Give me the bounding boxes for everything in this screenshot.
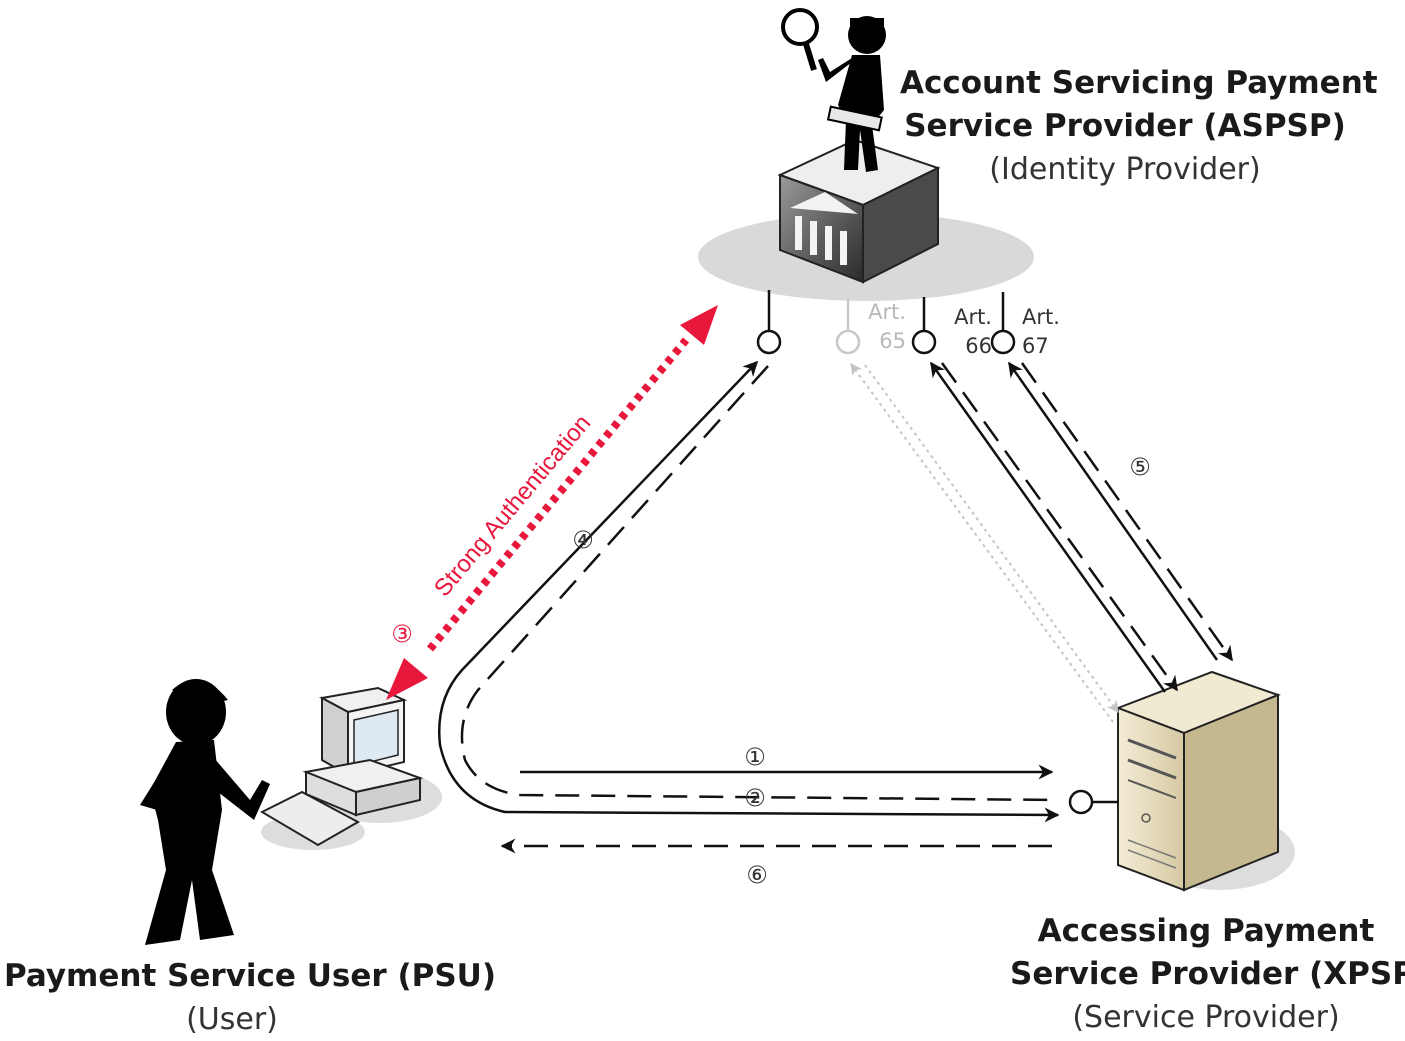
step-6-label: ⑥ <box>746 861 768 889</box>
interface-art67 <box>990 329 1016 355</box>
step-2-label: ② <box>744 784 766 812</box>
psu-title: Payment Service User (PSU) <box>4 958 497 994</box>
art67-line1: Art. <box>1022 305 1060 329</box>
flow-step-4 <box>438 360 1060 823</box>
art66-line1: Art. <box>954 305 992 329</box>
strong-auth-label: Strong Authentication <box>429 410 596 602</box>
aspsp-node <box>698 8 1034 355</box>
interface-label-art67: Art. 67 <box>1022 303 1070 361</box>
aspsp-title-line1: Account Servicing Payment <box>900 65 1378 101</box>
art67-line2: 67 <box>1022 334 1049 358</box>
aspsp-title-line2: Service Provider (ASPSP) <box>904 108 1346 144</box>
xpsp-title-line1: Accessing Payment <box>1037 913 1375 949</box>
xpsp-subtitle: (Service Provider) <box>1072 1000 1340 1035</box>
interface-endpoint <box>1068 789 1094 815</box>
interface-label-art66: Art. 66 <box>940 303 992 361</box>
step-1-label: ① <box>744 743 766 771</box>
aspsp-subtitle: (Identity Provider) <box>989 152 1261 187</box>
interface-art66 <box>911 329 937 355</box>
flow-arrow <box>460 365 1059 802</box>
interface-label-art65: Art. 65 <box>858 298 906 356</box>
aspsp-label: Account Servicing Payment Service Provid… <box>900 62 1378 191</box>
psu-subtitle: (User) <box>186 1002 278 1037</box>
xpsp-node <box>1068 670 1295 892</box>
strong-auth-arrow <box>386 305 718 700</box>
server-icon <box>1115 670 1281 892</box>
step-5-label: ⑤ <box>1129 453 1151 481</box>
flow-art65 <box>850 363 1119 723</box>
bank-icon <box>777 138 941 284</box>
interface-art65 <box>835 329 861 355</box>
computer-icon <box>259 686 424 847</box>
xpsp-label: Accessing Payment Service Provider (XPSP… <box>1010 910 1405 1039</box>
interface-endpoint <box>756 329 782 355</box>
flow-art66 <box>929 361 1179 693</box>
step-3-label: ③ <box>391 620 413 648</box>
psu-label: Payment Service User (PSU) (User) <box>4 955 497 1041</box>
xpsp-title-line2: Service Provider (XPSP) <box>1010 956 1405 992</box>
flow-arrow <box>438 360 1060 823</box>
step-4-label: ④ <box>572 526 594 554</box>
art66-line2: 66 <box>965 334 992 358</box>
art65-line1: Art. <box>868 300 906 324</box>
psu-node <box>140 679 442 945</box>
inspector-figure <box>781 8 886 172</box>
flow-step-5 <box>1007 361 1234 662</box>
user-figure <box>140 679 270 945</box>
art65-line2: 65 <box>879 329 906 353</box>
